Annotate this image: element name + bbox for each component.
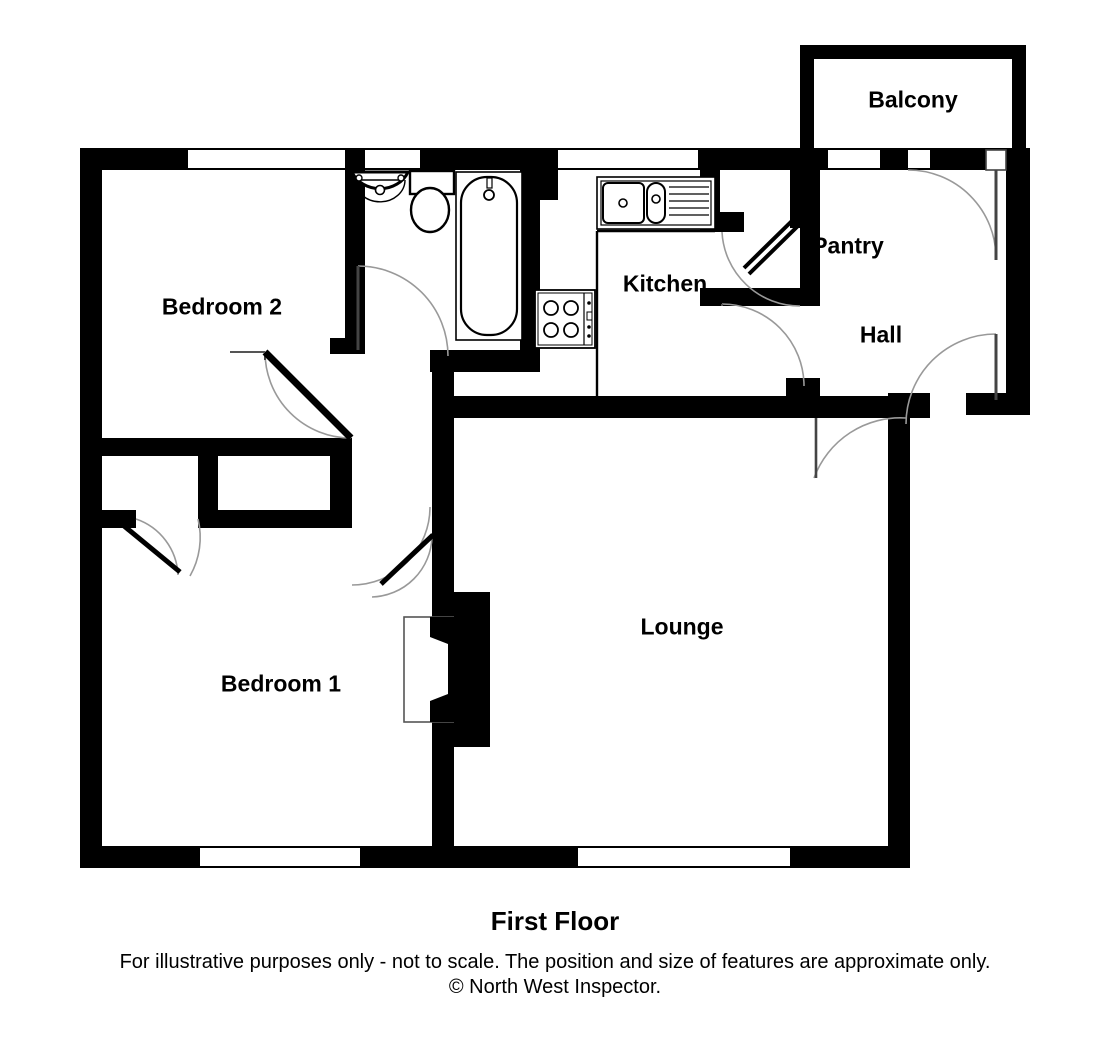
bathroom-door [356, 265, 449, 357]
balcony-walls [800, 45, 1026, 155]
room-label-bedroom-1: Bedroom 1 [220, 670, 342, 697]
bathtub-icon [455, 171, 523, 341]
lounge-kitchen-jamb [804, 396, 820, 418]
entrance-door [905, 333, 998, 425]
fireplace-icon [403, 592, 490, 747]
balcony-door [907, 149, 1007, 260]
room-label-balcony: Balcony [868, 86, 958, 113]
bathroom-sink-icon [349, 170, 411, 203]
pantry-door [721, 213, 805, 307]
bedroom-1-door [351, 506, 435, 598]
bedroom-2-door [230, 349, 354, 441]
room-label-kitchen: Kitchen [622, 270, 708, 297]
room-label-pantry: Pantry [812, 232, 884, 259]
hob-cooker-icon [534, 289, 596, 349]
toilet-icon [408, 169, 456, 234]
disclaimer-line-1: For illustrative purposes only - not to … [119, 951, 991, 973]
room-label-bedroom-2: Bedroom 2 [161, 293, 283, 320]
south-windows [200, 848, 790, 866]
closet-door [116, 518, 201, 577]
room-label-hall: Hall [859, 321, 903, 348]
kitchen-sink-icon [595, 176, 716, 396]
north-windows [188, 150, 1006, 168]
kitchen-hall-door [721, 303, 805, 387]
disclaimer-line-2: © North West Inspector. [448, 976, 662, 998]
plan-title: First Floor [490, 906, 620, 936]
room-label-lounge: Lounge [640, 613, 724, 640]
